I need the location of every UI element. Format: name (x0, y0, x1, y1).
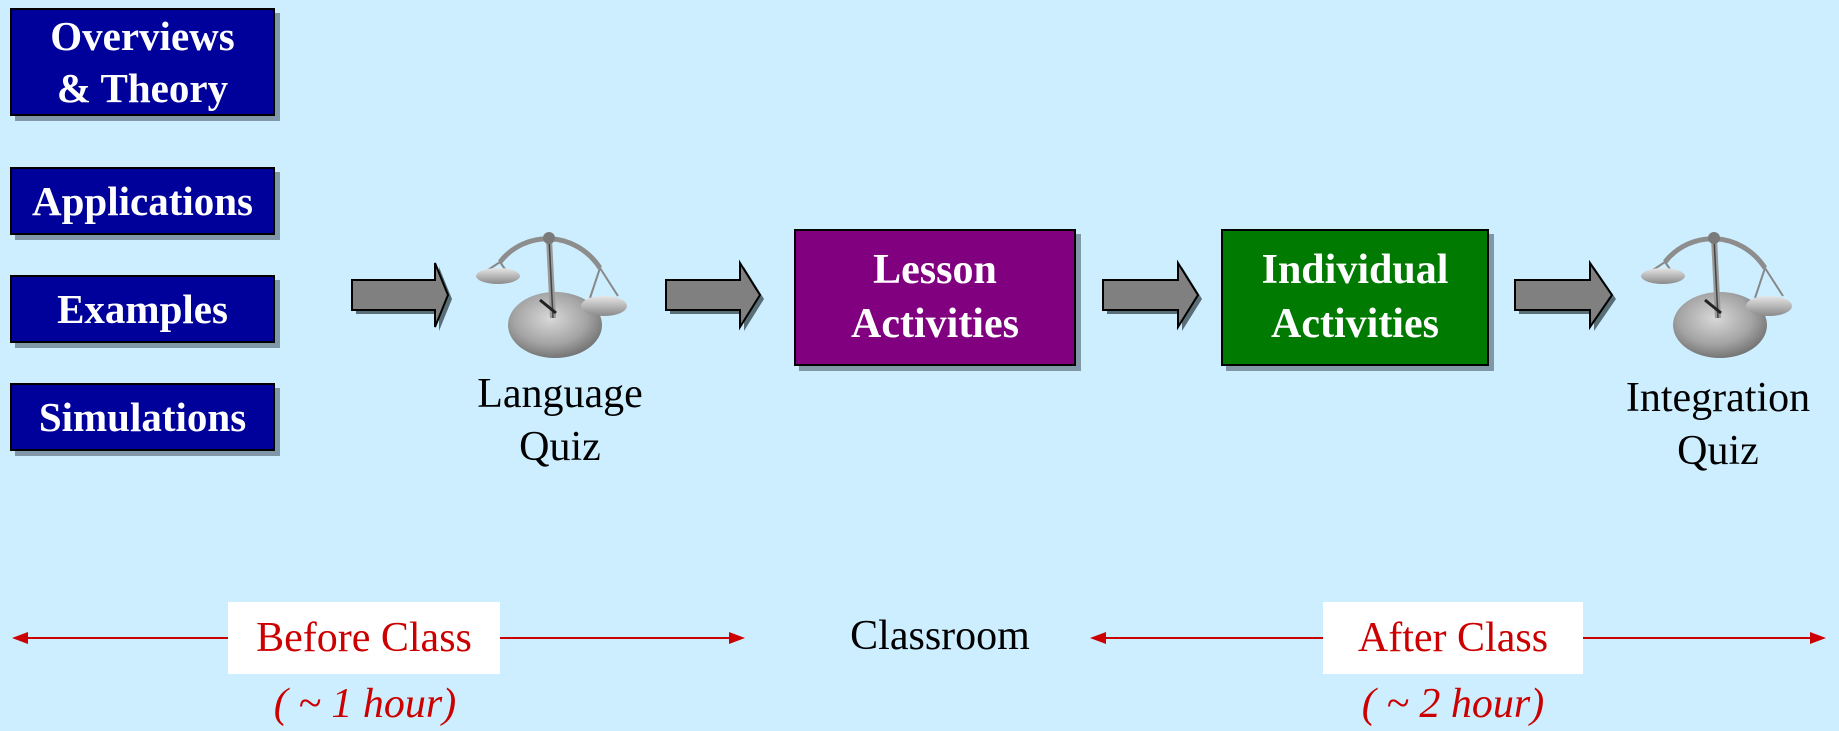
overviews-theory-button[interactable]: Overviews & Theory (10, 8, 275, 116)
lesson-activities-box[interactable]: Lesson Activities (794, 229, 1076, 366)
classroom-label: Classroom (850, 613, 1030, 659)
flow-arrow-3 (1102, 259, 1202, 331)
individual-activities-box[interactable]: Individual Activities (1221, 229, 1489, 366)
balance-scale-icon (1641, 232, 1792, 358)
flow-arrow-4 (1514, 259, 1616, 331)
examples-button[interactable]: Examples (10, 275, 275, 343)
applications-button[interactable]: Applications (10, 167, 275, 235)
balance-scale-icon (476, 232, 627, 358)
flow-arrow-1 (351, 262, 452, 331)
before-class-label: Before Class (228, 602, 500, 674)
language-quiz-label: Language Quiz (477, 371, 643, 470)
integration-quiz-label: Integration Quiz (1625, 375, 1811, 474)
flow-arrow-2 (665, 259, 764, 331)
after-class-label: After Class (1323, 602, 1583, 674)
after-class-duration: ( ~ 2 hour) (1361, 681, 1545, 727)
simulations-button[interactable]: Simulations (10, 383, 275, 451)
before-class-duration: ( ~ 1 hour) (273, 681, 457, 727)
